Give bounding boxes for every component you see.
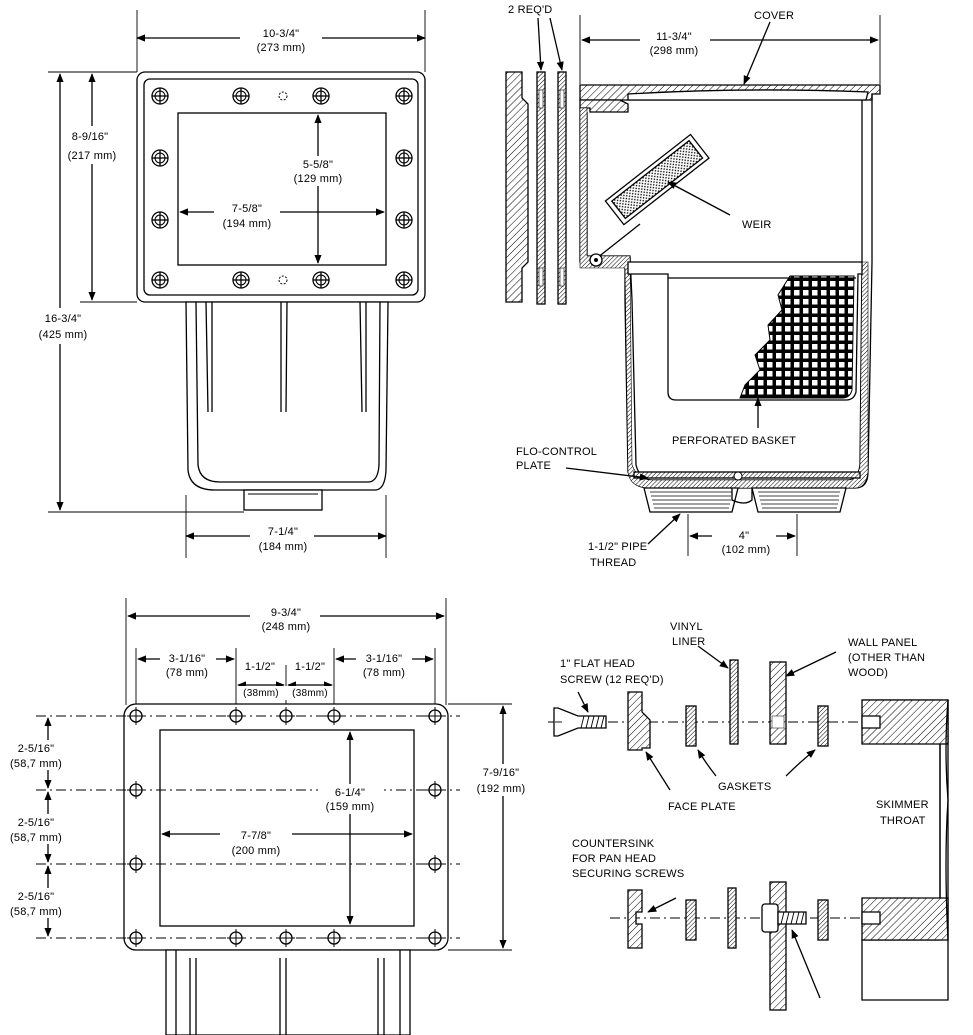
port-spacing: 4" [739, 530, 749, 542]
plate-width-mm: (248 mm) [262, 621, 311, 633]
side-req-label: 2 REQ'D [508, 4, 552, 16]
side-width: 11-3/4" [656, 31, 692, 43]
plate-inner-spacing-left: 1-1/2" [245, 661, 275, 673]
front-overall-width: 10-3/4" [263, 28, 300, 40]
front-overall-width-mm: (273 mm) [257, 42, 306, 54]
face-plate-label: FACE PLATE [668, 801, 736, 813]
side-view [505, 15, 881, 556]
wall-panel-label-line2: (OTHER THAN [848, 652, 925, 664]
pipe-thread-label-line2: THREAD [590, 557, 636, 569]
skimmer-throat-label-line1: SKIMMER [876, 799, 929, 811]
plate-overall-height: 7-9/16" [483, 767, 520, 779]
front-body-width-mm: (184 mm) [259, 541, 308, 553]
front-flange-height: 8-9/16" [72, 131, 109, 143]
plate-vertical-spacing-1-mm: (58,7 mm) [10, 758, 62, 770]
front-body-width: 7-1/4" [268, 526, 298, 538]
plate-vertical-spacing-1: 2-5/16" [18, 743, 55, 755]
pipe-thread-label-line1: 1-1/2" PIPE [588, 541, 647, 553]
vinyl-liner-label-line1: VINYL [670, 621, 703, 633]
plate-inner-spacing-right-mm: (38mm) [292, 688, 328, 699]
front-opening-width-mm: (194 mm) [223, 218, 272, 230]
front-opening-width: 7-5/8" [232, 203, 262, 215]
plate-opening-width-mm: (200 mm) [232, 845, 281, 857]
screw-label-line2: SCREW (12 REQ'D) [560, 674, 664, 686]
front-view [48, 10, 426, 558]
plate-opening-height: 6-1/4" [335, 787, 365, 799]
plate-opening-height-mm: (159 mm) [326, 801, 375, 813]
countersink-label-line3: SECURING SCREWS [572, 868, 684, 880]
front-opening-height-mm: (129 mm) [294, 173, 343, 185]
flo-control-label-line1: FLO-CONTROL [516, 446, 597, 458]
plate-inner-spacing-left-mm: (38mm) [243, 688, 279, 699]
front-overall-height-mm: (425 mm) [39, 329, 88, 341]
front-flange-height-mm: (217 mm) [68, 150, 117, 162]
plate-vertical-spacing-3-mm: (58,7 mm) [10, 906, 62, 918]
front-opening-height: 5-5/8" [303, 159, 333, 171]
wall-panel-label-line3: WOOD) [848, 667, 888, 679]
assembly-view [548, 645, 949, 1011]
faceplate-view [36, 598, 512, 1035]
plate-hole-spacing-left: 3-1/16" [169, 653, 206, 665]
vinyl-liner-label-line2: LINER [672, 636, 705, 648]
countersink-label-line1: COUNTERSINK [572, 838, 655, 850]
wall-panel-label-line1: WALL PANEL [848, 637, 917, 649]
plate-hole-spacing-right: 3-1/16" [366, 653, 403, 665]
cover-label: COVER [754, 10, 794, 22]
plate-inner-spacing-right: 1-1/2" [295, 661, 325, 673]
screw-label-line1: 1" FLAT HEAD [560, 658, 635, 670]
plate-opening-width: 7-7/8" [241, 830, 271, 842]
gaskets-label: GASKETS [718, 781, 771, 793]
side-width-mm: (298 mm) [650, 45, 699, 57]
weir-label: WEIR [742, 219, 772, 231]
skimmer-throat-label-line2: THROAT [880, 815, 926, 827]
plate-hole-spacing-right-mm: (78 mm) [363, 667, 405, 679]
plate-vertical-spacing-2: 2-5/16" [18, 817, 55, 829]
plate-vertical-spacing-2-mm: (58,7 mm) [10, 832, 62, 844]
flo-control-label-line2: PLATE [516, 460, 551, 472]
plate-overall-height-mm: (192 mm) [477, 783, 526, 795]
plate-vertical-spacing-3: 2-5/16" [18, 891, 55, 903]
front-overall-height: 16-3/4" [45, 313, 82, 325]
basket-label: PERFORATED BASKET [672, 435, 796, 447]
plate-hole-spacing-left-mm: (78 mm) [166, 667, 208, 679]
port-spacing-mm: (102 mm) [722, 544, 771, 556]
plate-width: 9-3/4" [271, 607, 301, 619]
countersink-label-line2: FOR PAN HEAD [572, 853, 656, 865]
